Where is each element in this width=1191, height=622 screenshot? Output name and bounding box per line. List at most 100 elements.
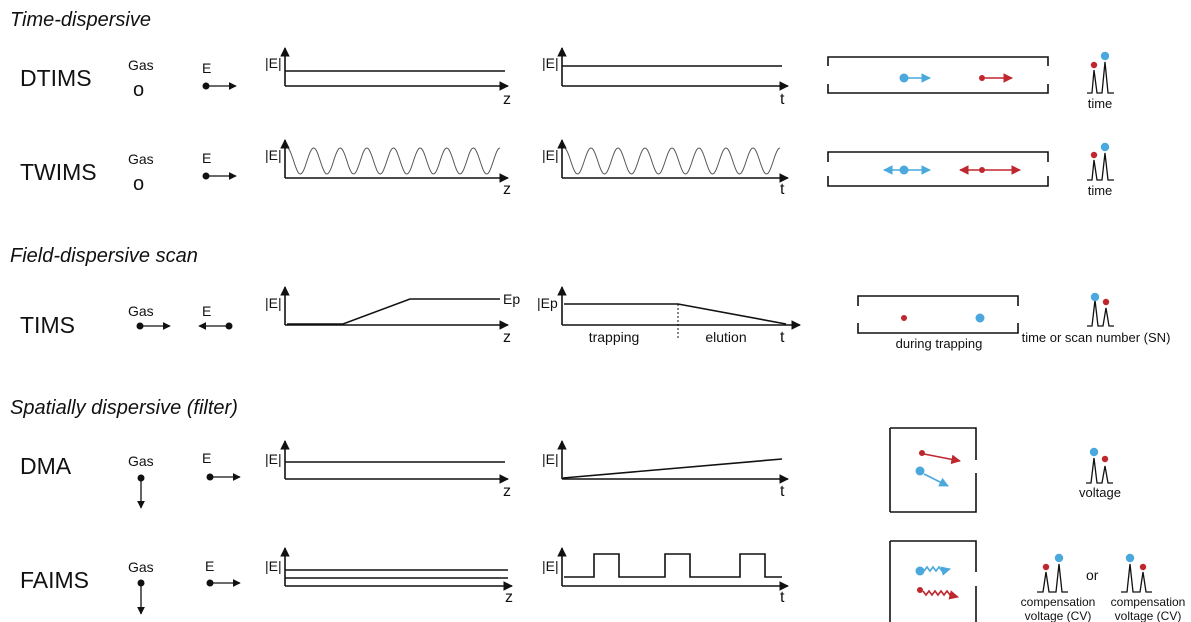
row-faims: FAIMS Gas E |E| z |E| t <box>20 540 1186 622</box>
asymmetric-waveform <box>564 553 782 578</box>
arrival-spectrum-2 <box>1121 553 1152 593</box>
gas-label: Gas <box>128 303 154 319</box>
ion-red <box>919 450 925 456</box>
field-direction: E <box>198 303 233 330</box>
field-label: E <box>202 303 211 319</box>
y-axis-label: |E| <box>265 147 282 163</box>
x-axis-label-t: t <box>780 483 785 500</box>
trapping-tube: during trapping <box>857 295 1019 351</box>
gas-symbol: o <box>133 79 144 101</box>
field-ramp <box>287 298 500 325</box>
filter-cell <box>889 540 977 622</box>
field-ramp <box>562 458 783 479</box>
spectrum-axis-label: voltage <box>1079 485 1121 500</box>
field-vs-t-plot: |E| t <box>542 440 789 500</box>
filter-cell <box>889 427 977 513</box>
gas-label: Gas <box>128 559 154 575</box>
field-vs-t-plot: |E| t <box>542 547 789 606</box>
arrival-spectrum: time or scan number (SN) <box>1022 292 1171 345</box>
field-vs-t-plot: |E| t <box>542 139 789 198</box>
y-axis-label: |Ep <box>537 295 558 311</box>
or-label: or <box>1086 567 1099 583</box>
row-dtims: DTIMS Gas o E |E| z |E| t <box>20 47 1114 111</box>
field-label: E <box>205 558 214 574</box>
x-axis-label-z: z <box>503 91 511 108</box>
spectrum-axis-label: time or scan number (SN) <box>1022 330 1171 345</box>
y-axis-label: |E| <box>265 295 282 311</box>
method-label-faims: FAIMS <box>20 567 89 593</box>
x-axis-label-t: t <box>780 589 785 606</box>
x-axis-label-z: z <box>505 589 513 606</box>
field-label: E <box>202 450 211 466</box>
y-axis-label: |E| <box>265 451 282 467</box>
gas-flow: Gas <box>128 559 154 615</box>
arrival-spectrum-1 <box>1037 553 1068 593</box>
arrival-spectrum: voltage <box>1079 447 1121 500</box>
section-title-spatially-dispersive: Spatially dispersive (filter) <box>10 397 238 419</box>
field-direction: E <box>202 450 241 481</box>
traveling-wave <box>286 147 501 175</box>
x-axis-label-z: z <box>503 329 511 346</box>
during-trapping-label: during trapping <box>896 336 983 351</box>
gas-label: Gas <box>128 151 154 167</box>
x-axis-label-t: t <box>780 329 785 346</box>
ion-red <box>901 315 907 321</box>
field-direction: E <box>205 558 241 587</box>
y-axis-label: |E| <box>542 451 559 467</box>
ion-red <box>979 75 985 81</box>
drift-tube <box>827 56 1049 94</box>
field-vs-t-plot: |E| t <box>542 47 789 108</box>
section-title-time-dispersive: Time-dispersive <box>10 9 151 31</box>
arrival-spectrum: time <box>1087 51 1114 111</box>
x-axis-label-t: t <box>780 181 785 198</box>
arrival-spectrum: time <box>1087 142 1114 198</box>
method-label-tims: TIMS <box>20 312 75 338</box>
peak-field-label: Ep <box>503 291 520 307</box>
section-title-field-dispersive: Field-dispersive scan <box>10 245 198 267</box>
ion-blue <box>915 566 925 576</box>
gas-label: Gas <box>128 453 154 469</box>
y-axis-label: |E| <box>542 147 559 163</box>
y-axis-label: |E| <box>542 558 559 574</box>
spectrum-axis-label: time <box>1088 96 1113 111</box>
method-label-dma: DMA <box>20 453 72 479</box>
y-axis-label: |E| <box>542 55 559 71</box>
y-axis-label: |E| <box>265 558 282 574</box>
y-axis-label: |E| <box>265 55 282 71</box>
field-label: E <box>202 60 211 76</box>
ion-blue <box>975 313 985 323</box>
row-tims: TIMS Gas E |E| Ep z |Ep trapping elution <box>20 286 1171 351</box>
ion-blue <box>899 73 909 83</box>
field-label: E <box>202 150 211 166</box>
field-vs-z-plot: |E| z <box>265 139 511 198</box>
x-axis-label-t: t <box>780 91 785 108</box>
ion-red <box>917 587 923 593</box>
field-vs-z-plot: |E| Ep z <box>265 286 520 346</box>
gas-symbol: o <box>133 173 144 195</box>
field-vs-z-plot: |E| z <box>265 47 511 108</box>
row-twims: TWIMS Gas o E |E| z |E| t <box>20 139 1114 198</box>
spectrum-axis-label: time <box>1088 183 1113 198</box>
method-label-twims: TWIMS <box>20 159 97 185</box>
trapping-label: trapping <box>589 329 640 345</box>
gas-label: Gas <box>128 57 154 73</box>
gas-particle: Gas o <box>128 151 154 195</box>
gas-flow: Gas <box>128 453 154 509</box>
row-dma: DMA Gas E |E| z |E| t <box>20 427 1121 513</box>
gas-flow: Gas <box>128 303 171 330</box>
field-vs-z-plot: |E| z <box>265 440 511 500</box>
ion-red <box>979 167 985 173</box>
drift-tube <box>827 151 1049 187</box>
field-vs-t-plot: |Ep trapping elution t <box>537 286 801 346</box>
traveling-wave <box>563 147 781 175</box>
field-direction: E <box>202 60 237 90</box>
gas-particle: Gas o <box>128 57 154 101</box>
field-direction: E <box>202 150 237 180</box>
elution-ramp <box>564 303 787 325</box>
ion-blue <box>915 466 925 476</box>
field-vs-z-plot: |E| z <box>265 547 513 606</box>
method-label-dtims: DTIMS <box>20 65 92 91</box>
